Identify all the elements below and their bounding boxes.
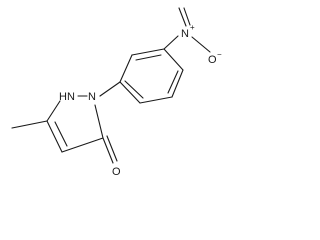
bond-ar-1	[119, 54, 133, 83]
bond-ar-6	[119, 81, 141, 104]
atom-carbonyl-o-label: O	[112, 166, 121, 178]
bond-c-carbonyl-ch	[61, 137, 104, 153]
atom-nitro-o-charge: −	[217, 50, 222, 59]
structure-diagram: HN N O N + O −	[11, 7, 222, 178]
bond-nitro-o-up-1	[178, 7, 187, 27]
bond-nitro-o-right	[191, 36, 211, 53]
bond-ar-inner-2	[167, 70, 179, 94]
atom-nitro-o-label: O	[208, 54, 217, 66]
bond-nitro-o-up-2	[183, 7, 191, 26]
bond-ch-c-methyl	[46, 120, 63, 153]
molecule-structure: HN N O N + O −	[11, 7, 222, 178]
bond-ch-c-methyl-double	[54, 121, 68, 147]
bond-ar-5	[139, 96, 173, 104]
bond-ar-inner-3	[124, 80, 144, 99]
bond-ar-nitro	[163, 35, 179, 50]
bond-carbonyl-1	[102, 137, 114, 164]
bond-ar-4	[171, 69, 184, 98]
atom-n-label: N	[88, 91, 96, 103]
atom-nitro-n-label: N	[181, 28, 189, 40]
atom-nh-label: HN	[59, 91, 75, 103]
bond-ar-3	[163, 48, 184, 71]
bond-ar-inner-1	[135, 54, 162, 61]
bond-ar-2	[131, 48, 165, 56]
bond-methyl	[11, 120, 48, 129]
bond-carbonyl-2	[106, 135, 118, 162]
atom-nitro-n-charge: +	[190, 23, 195, 32]
bond-n-c-carbonyl	[94, 104, 104, 139]
bond-c-nh	[46, 100, 61, 122]
bond-n-phenyl	[99, 81, 121, 97]
